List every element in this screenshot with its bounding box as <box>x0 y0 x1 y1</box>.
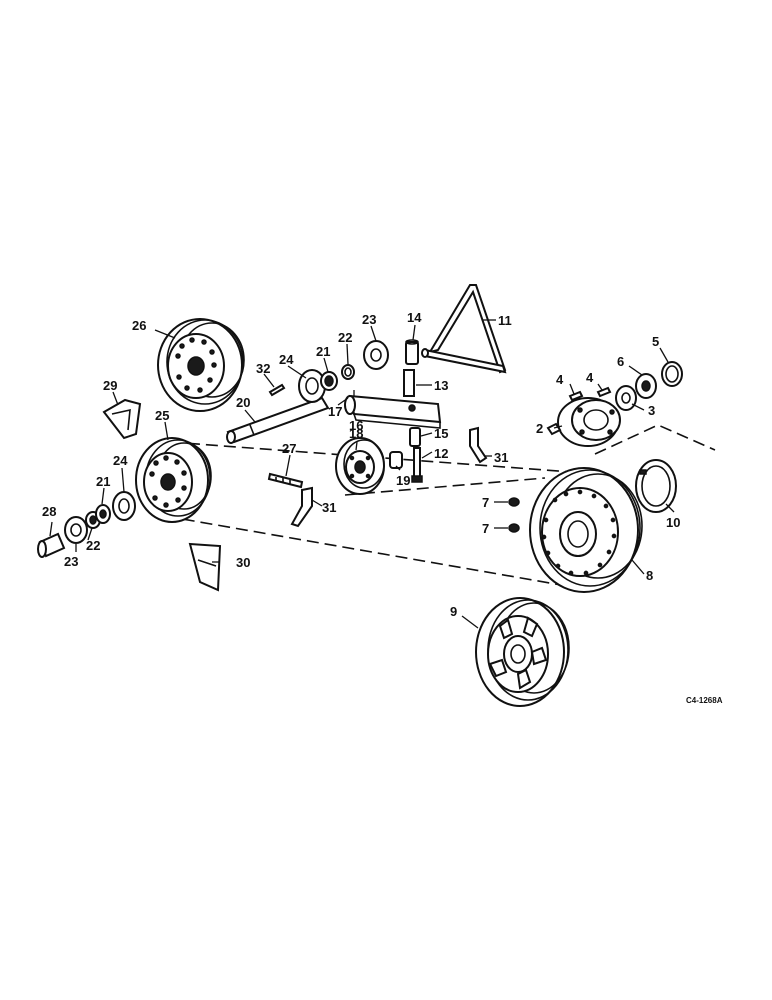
part-25-lower-sheave <box>135 437 212 523</box>
part-32-pin <box>268 383 286 397</box>
part-3-gearbox-housing <box>557 397 621 447</box>
part-23-flange-lower <box>64 516 88 544</box>
drawing-code: C4-1268A <box>686 696 723 705</box>
callout-24-lower: 24 <box>113 453 128 468</box>
part-4-key-right <box>596 386 612 398</box>
part-16-idler-arm <box>344 394 442 429</box>
belt-lower <box>164 515 591 591</box>
callout-31-lower: 31 <box>322 500 336 515</box>
callout-15: 15 <box>434 426 448 441</box>
callout-7-upper: 7 <box>482 495 489 510</box>
callout-25: 25 <box>155 408 169 423</box>
callout-20: 20 <box>236 395 250 410</box>
callout-9: 9 <box>450 604 457 619</box>
leader-lines <box>49 319 675 629</box>
part-13-spring <box>403 369 415 397</box>
callout-22-upper: 22 <box>338 330 352 345</box>
callout-26: 26 <box>132 318 146 333</box>
part-19-bushing <box>389 451 403 469</box>
callout-23-lower: 23 <box>64 554 78 569</box>
part-21-bearing-upper <box>320 371 338 391</box>
part-18-idler-pulley <box>335 437 385 495</box>
callout-23-upper: 23 <box>362 312 376 327</box>
belt-idler <box>344 477 546 496</box>
callout-29: 29 <box>103 378 117 393</box>
callout-24-upper: 24 <box>279 352 294 367</box>
part-11-frame <box>421 284 507 374</box>
callout-10: 10 <box>666 515 680 530</box>
part-31-bracket-upper <box>469 426 488 464</box>
callout-27: 27 <box>282 441 296 456</box>
callout-7-lower: 7 <box>482 521 489 536</box>
part-20-shaft <box>226 396 330 444</box>
callout-16: 16 <box>349 418 363 433</box>
part-7-bolt-upper <box>508 497 520 507</box>
callouts: 26 29 25 32 20 27 24 21 22 23 14 11 13 1… <box>42 310 680 619</box>
part-4-key-left <box>568 390 584 402</box>
part-23-flange-upper <box>363 340 389 370</box>
callout-21-upper: 21 <box>316 344 330 359</box>
callout-30: 30 <box>236 555 250 570</box>
part-24-flange-upper <box>298 369 326 403</box>
callout-18: 18 <box>349 426 363 441</box>
callout-28: 28 <box>42 504 56 519</box>
part-3-coupler <box>615 385 637 411</box>
callout-31-upper: 31 <box>494 450 508 465</box>
callout-32: 32 <box>256 361 270 376</box>
part-7-bolt-lower <box>508 523 520 533</box>
part-30-plate <box>188 542 222 592</box>
callout-19: 19 <box>396 473 410 488</box>
callout-22-lower: 22 <box>86 538 100 553</box>
part-14-bushing <box>405 339 419 365</box>
callout-4-right: 4 <box>586 370 594 385</box>
part-22-collar-upper <box>341 364 355 380</box>
part-8-large-sheave <box>529 467 643 593</box>
part-2-clip <box>546 422 562 436</box>
callout-2: 2 <box>536 421 543 436</box>
callout-11: 11 <box>498 313 512 328</box>
callout-3: 3 <box>648 403 655 418</box>
callout-21-lower: 21 <box>96 474 110 489</box>
part-21-bearing-lower <box>95 504 111 524</box>
part-15-spacer <box>409 427 421 447</box>
belt-gearbox-guide <box>594 424 716 455</box>
part-26-upper-sheave <box>157 318 245 412</box>
part-12-bolt <box>411 447 423 483</box>
part-24-flange-lower <box>112 491 136 521</box>
part-6-bearing <box>635 373 657 399</box>
part-27-pin <box>267 472 304 489</box>
callout-13: 13 <box>434 378 448 393</box>
callout-4-left: 4 <box>556 372 564 387</box>
part-5-ring <box>661 361 683 387</box>
part-31-bracket-lower <box>290 486 313 528</box>
callout-12: 12 <box>434 446 448 461</box>
callout-5: 5 <box>652 334 659 349</box>
callout-6: 6 <box>617 354 624 369</box>
part-10-clamp-ring <box>635 459 677 513</box>
part-28-sleeve <box>37 532 66 558</box>
part-29-bracket <box>102 398 142 440</box>
callout-14: 14 <box>407 310 422 325</box>
callout-17: 17 <box>328 404 342 419</box>
part-9-spoked-sheave <box>475 597 570 707</box>
callout-8: 8 <box>646 568 653 583</box>
